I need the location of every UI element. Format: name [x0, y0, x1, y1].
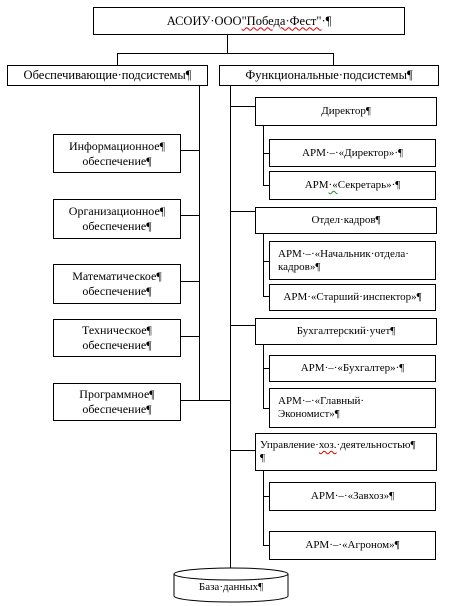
arm-zavhoz-box: АРМ·–·«Завхоз»¶ — [269, 482, 436, 511]
arm-zavhoz-label: АРМ·–·«Завхоз»¶ — [310, 490, 395, 502]
functional-subsystems-label: Функциональные·подсистемы¶ — [245, 68, 413, 82]
database-label: База·данных¶ — [198, 581, 264, 593]
connector — [263, 545, 269, 546]
support-item-line1: Организационное¶ — [68, 204, 166, 218]
arm-director-box: АРМ·–·«Директор»·¶ — [269, 139, 436, 167]
management-label-part: ·деятельностью¶ — [336, 439, 416, 451]
connector — [263, 408, 269, 409]
connector — [181, 281, 200, 282]
connector — [263, 296, 269, 297]
connector — [333, 53, 334, 65]
connector — [181, 336, 200, 337]
director-label: Директор¶ — [321, 105, 371, 117]
hr-department-box: Отдел·кадров¶ — [255, 207, 437, 234]
arm-director-label: АРМ·–·«Директор»·¶ — [302, 146, 403, 159]
connector — [227, 35, 228, 53]
root-system-box: АСОИУ·ООО"Победа·Фест"·¶ — [93, 7, 405, 35]
management-label-part: хоз. — [318, 439, 337, 451]
support-item-line1: Информационное¶ — [68, 138, 166, 153]
arm-secretary-part: ·« — [328, 179, 338, 191]
connector — [263, 471, 264, 546]
support-item-information: Информационное¶ обеспечение¶ — [53, 134, 181, 173]
connector — [230, 211, 255, 212]
root-title-suffix: ·¶ — [321, 13, 332, 28]
connector — [263, 185, 269, 186]
arm-secretary-part: АРМ — [304, 179, 329, 191]
management-box: Управление·хоз.·деятельностью¶ ¶ — [255, 433, 437, 471]
arm-agronom-label: АРМ·–·«Агроном»¶ — [305, 539, 400, 551]
support-item-line1: Математическое¶ — [72, 269, 162, 283]
support-spine — [199, 86, 200, 400]
accounting-box: Бухгалтерский·учет¶ — [255, 318, 437, 345]
support-item-line2: обеспечение¶ — [82, 153, 152, 168]
arm-hr-head-line1: АРМ·–·«Начальник·отдела· — [278, 247, 409, 260]
support-item-line2: обеспечение¶ — [82, 284, 152, 298]
support-item-line1: Программное¶ — [79, 387, 155, 401]
connector — [263, 153, 269, 154]
connector — [181, 400, 231, 401]
management-label-part: Управление· — [260, 439, 319, 451]
connector — [263, 126, 264, 186]
management-label-line1: Управление·хоз.·деятельностью¶ — [260, 439, 416, 452]
accounting-label: Бухгалтерский·учет¶ — [296, 325, 396, 337]
arm-secretary-label: АРМ·«Секретарь»·¶ — [305, 179, 401, 192]
connector — [117, 53, 333, 54]
support-item-software: Программное¶ обеспечение¶ — [53, 383, 181, 421]
functional-subsystems-header: Функциональные·подсистемы¶ — [219, 65, 439, 86]
arm-hr-head-box: АРМ·–·«Начальник·отдела· кадров»¶ — [269, 241, 436, 280]
arm-accountant-box: АРМ·–·«Бухгалтер»·¶ — [269, 355, 436, 382]
arm-secretary-part: Секретарь»·¶ — [337, 179, 401, 191]
arm-senior-inspector-label: АРМ·«Старший·инспектор»¶ — [283, 291, 422, 303]
support-subsystems-label: Обеспечивающие·подсистемы¶ — [23, 68, 192, 82]
connector — [181, 150, 200, 151]
hr-department-label: Отдел·кадров¶ — [311, 214, 381, 226]
connector — [117, 53, 118, 65]
arm-secretary-box: АРМ·«Секретарь»·¶ — [269, 171, 436, 200]
support-item-mathematical: Математическое¶ обеспечение¶ — [53, 264, 181, 304]
support-item-line1: Техническое¶ — [81, 323, 152, 337]
functional-spine — [230, 86, 231, 568]
arm-senior-inspector-box: АРМ·«Старший·инспектор»¶ — [269, 284, 436, 311]
connector — [263, 496, 269, 497]
arm-hr-head-line2: кадров»¶ — [278, 260, 321, 273]
connector — [263, 368, 269, 369]
management-label-line2: ¶ — [260, 452, 265, 464]
support-item-technical: Техническое¶ обеспечение¶ — [53, 319, 181, 357]
arm-chief-economist-line1: АРМ·–·«Главный· — [278, 395, 365, 407]
connector — [263, 261, 269, 262]
support-item-organizational: Организационное¶ обеспечение¶ — [53, 199, 181, 239]
connector — [230, 450, 255, 451]
connector — [263, 234, 264, 296]
support-item-line2: обеспечение¶ — [82, 402, 152, 416]
arm-accountant-label: АРМ·–·«Бухгалтер»·¶ — [300, 362, 405, 374]
arm-agronom-box: АРМ·–·«Агроном»¶ — [269, 531, 436, 560]
connector — [230, 325, 255, 326]
root-title-name: "Победа·Фест" — [241, 13, 322, 28]
connector — [263, 345, 264, 409]
support-item-line2: обеспечение¶ — [82, 219, 152, 233]
connector — [181, 215, 200, 216]
arm-chief-economist-box: АРМ·–·«Главный· Экономист»¶ — [269, 388, 436, 428]
support-item-line2: обеспечение¶ — [82, 338, 152, 352]
root-title-prefix: АСОИУ·ООО — [166, 13, 242, 28]
director-box: Директор¶ — [255, 97, 437, 126]
connector — [230, 106, 255, 107]
arm-chief-economist-line2: Экономист»¶ — [278, 408, 340, 420]
support-subsystems-header: Обеспечивающие·подсистемы¶ — [7, 65, 208, 86]
